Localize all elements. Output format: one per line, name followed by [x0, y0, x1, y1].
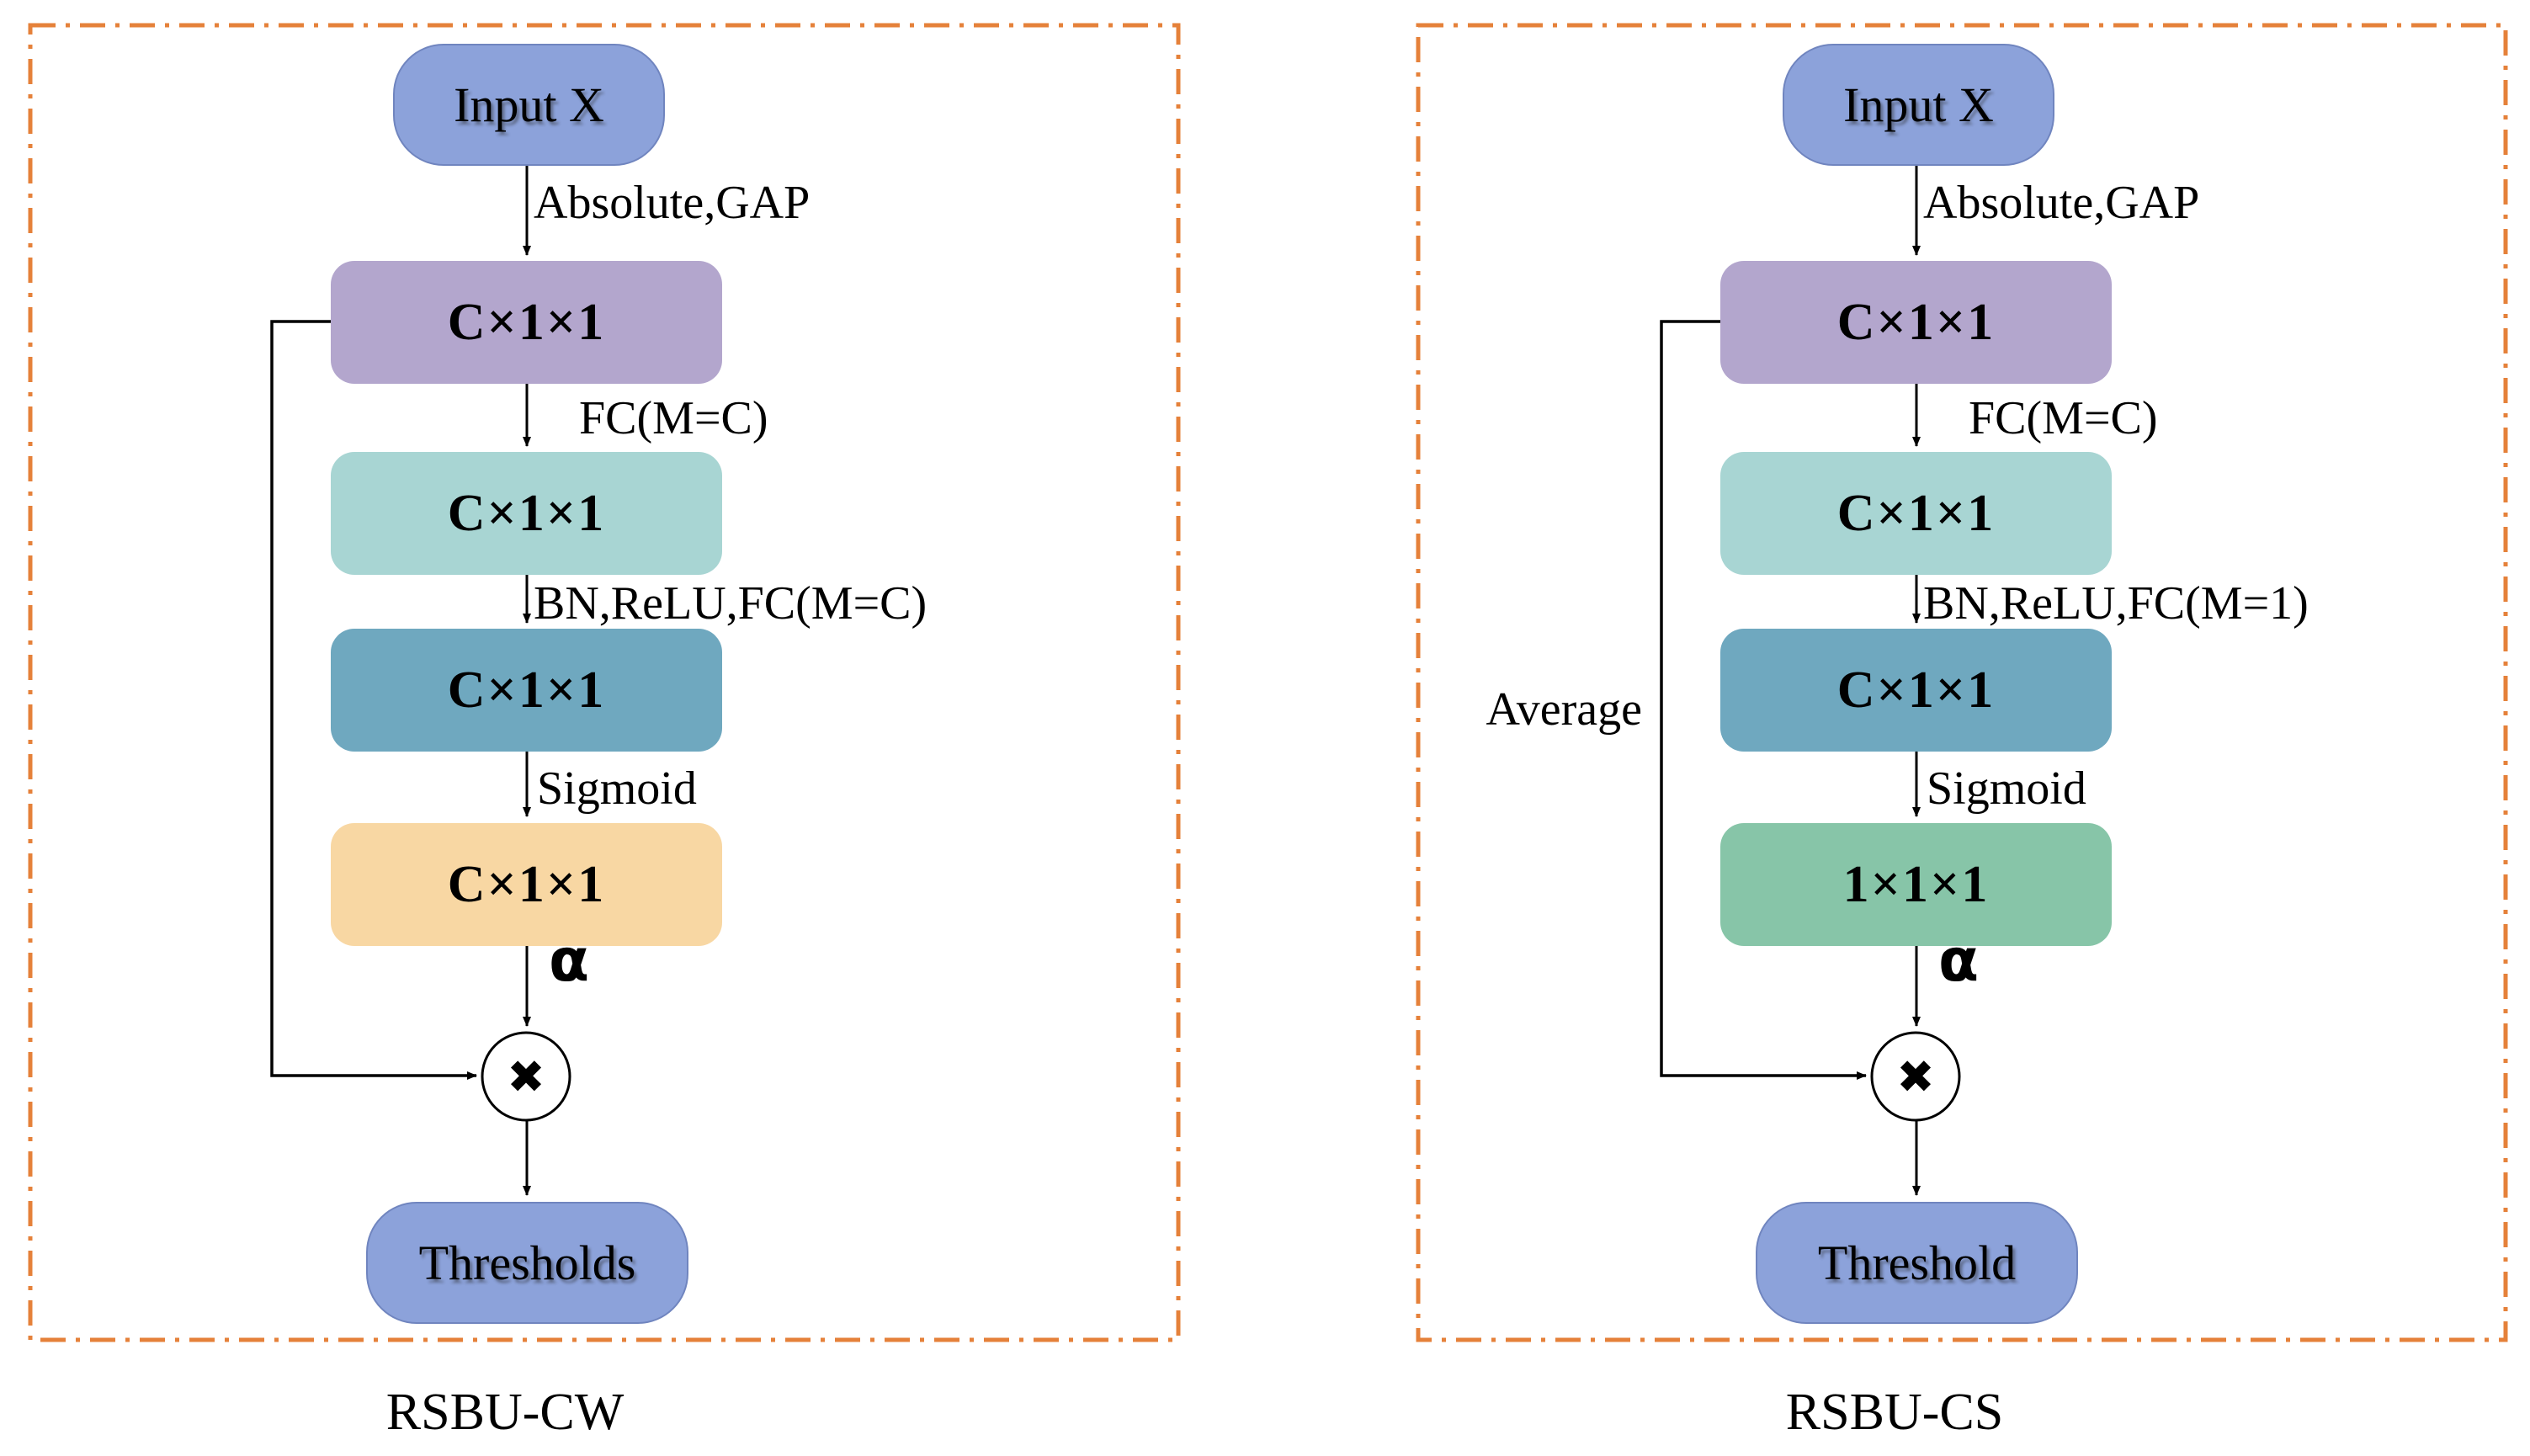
multiply-symbol: ✖ — [1896, 1049, 1935, 1103]
edge-label-fc: FC(M=C) — [579, 392, 768, 444]
conv-block-4: 1×1×1 — [1720, 823, 2112, 946]
edge-label-bn-relu-fc: BN,ReLU,FC(M=1) — [1923, 577, 2309, 630]
edge-label-alpha: α — [549, 926, 590, 995]
edge-label-fc: FC(M=C) — [1969, 392, 2158, 444]
conv-block-1: C×1×1 — [1720, 261, 2112, 384]
rsbu-cw-dashed-frame — [28, 23, 1181, 1342]
input-node: Input X — [1783, 44, 2054, 166]
conv-block-2: C×1×1 — [1720, 452, 2112, 575]
output-node: Thresholds — [366, 1202, 688, 1324]
panel-title: RSBU-CS — [1785, 1384, 2004, 1441]
edge-label-absolute-gap: Absolute,GAP — [534, 177, 811, 229]
rsbu-cs-wires — [1660, 166, 1961, 1196]
edge-label-sigmoid: Sigmoid — [537, 763, 697, 815]
multiply-circle — [1870, 1031, 1961, 1122]
conv-block-1: C×1×1 — [331, 261, 722, 384]
skip-connection — [270, 320, 477, 1080]
edge-label-alpha: α — [1938, 926, 1980, 995]
skip-connection — [1660, 320, 1867, 1080]
edge-label-sigmoid: Sigmoid — [1927, 763, 2086, 815]
input-node: Input X — [393, 44, 665, 166]
output-node: Threshold — [1756, 1202, 2078, 1324]
multiply-symbol: ✖ — [507, 1049, 545, 1103]
conv-block-4: C×1×1 — [331, 823, 722, 946]
rsbu-cw-wires — [270, 166, 571, 1196]
conv-block-3: C×1×1 — [331, 629, 722, 752]
edge-label-bn-relu-fc: BN,ReLU,FC(M=C) — [534, 577, 927, 630]
panel-title: RSBU-CW — [385, 1384, 625, 1441]
multiply-circle — [481, 1031, 571, 1122]
edge-label-absolute-gap: Absolute,GAP — [1923, 177, 2200, 229]
skip-connection-label: Average — [1486, 683, 1643, 736]
rsbu-cs-dashed-frame — [1416, 23, 2508, 1342]
conv-block-2: C×1×1 — [331, 452, 722, 575]
conv-block-3: C×1×1 — [1720, 629, 2112, 752]
